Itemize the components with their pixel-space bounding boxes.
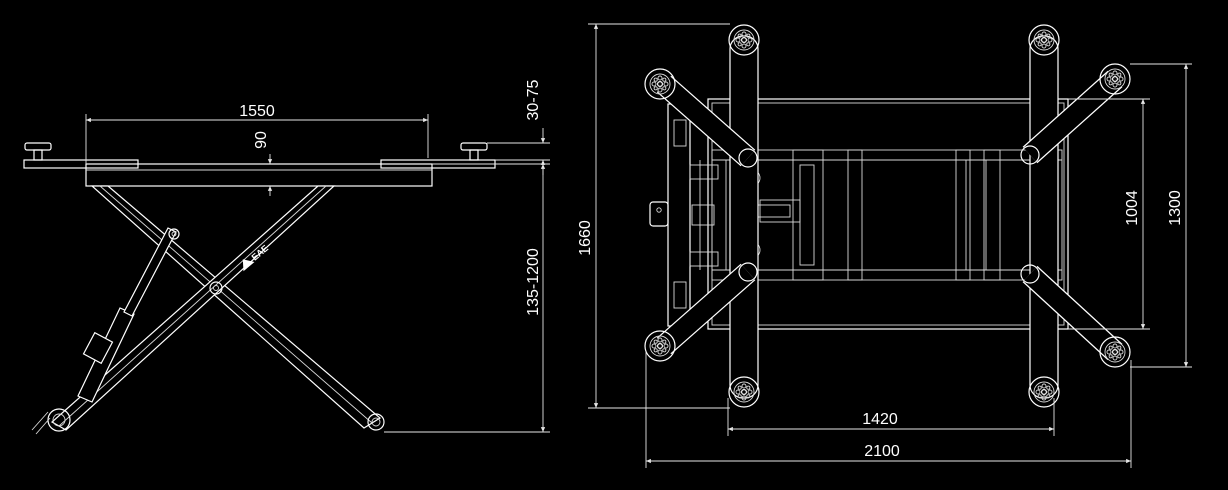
side-pad-right: [460, 142, 488, 161]
side-platform: [85, 163, 433, 187]
svg-text:1550: 1550: [239, 103, 275, 120]
svg-text:1300: 1300: [1167, 190, 1184, 226]
top-frame: [711, 149, 1063, 281]
scissor-arm-b: [31, 185, 336, 435]
svg-text:1660: 1660: [577, 220, 594, 256]
dim-overall-length: 1660: [577, 23, 730, 409]
side-view: EAE 1550 90 30-75 135-1200: [23, 79, 550, 435]
top-view: 1660 1004 1300 1420 2100: [577, 23, 1192, 468]
side-pad-left: [24, 142, 52, 161]
svg-text:1004: 1004: [1124, 190, 1141, 226]
dim-frame-length: 1420: [727, 398, 1055, 436]
dim-pad-adjust: 30-75: [487, 79, 550, 175]
scissor-pivot: [209, 281, 223, 295]
side-arm-left: [23, 159, 139, 169]
svg-text:2100: 2100: [864, 443, 900, 460]
dim-pad-height: 90: [253, 131, 273, 196]
dim-outer-width: 1300: [1130, 63, 1192, 368]
control-unit: [649, 103, 987, 327]
top-platform: [707, 98, 1069, 330]
dim-inner-width: 1004: [1068, 98, 1150, 330]
arm-right-vertical: [1029, 35, 1059, 399]
dim-overall-width: 2100: [645, 352, 1132, 468]
svg-text:1420: 1420: [862, 411, 898, 428]
svg-text:90: 90: [253, 131, 270, 149]
hydraulic-cylinder: [77, 227, 180, 403]
dim-platform-length: 1550: [85, 103, 429, 164]
svg-text:135-1200: 135-1200: [525, 248, 542, 316]
arm-left-vertical: [729, 35, 759, 399]
dim-lift-height: 135-1200: [384, 163, 550, 433]
svg-text:30-75: 30-75: [525, 79, 542, 120]
